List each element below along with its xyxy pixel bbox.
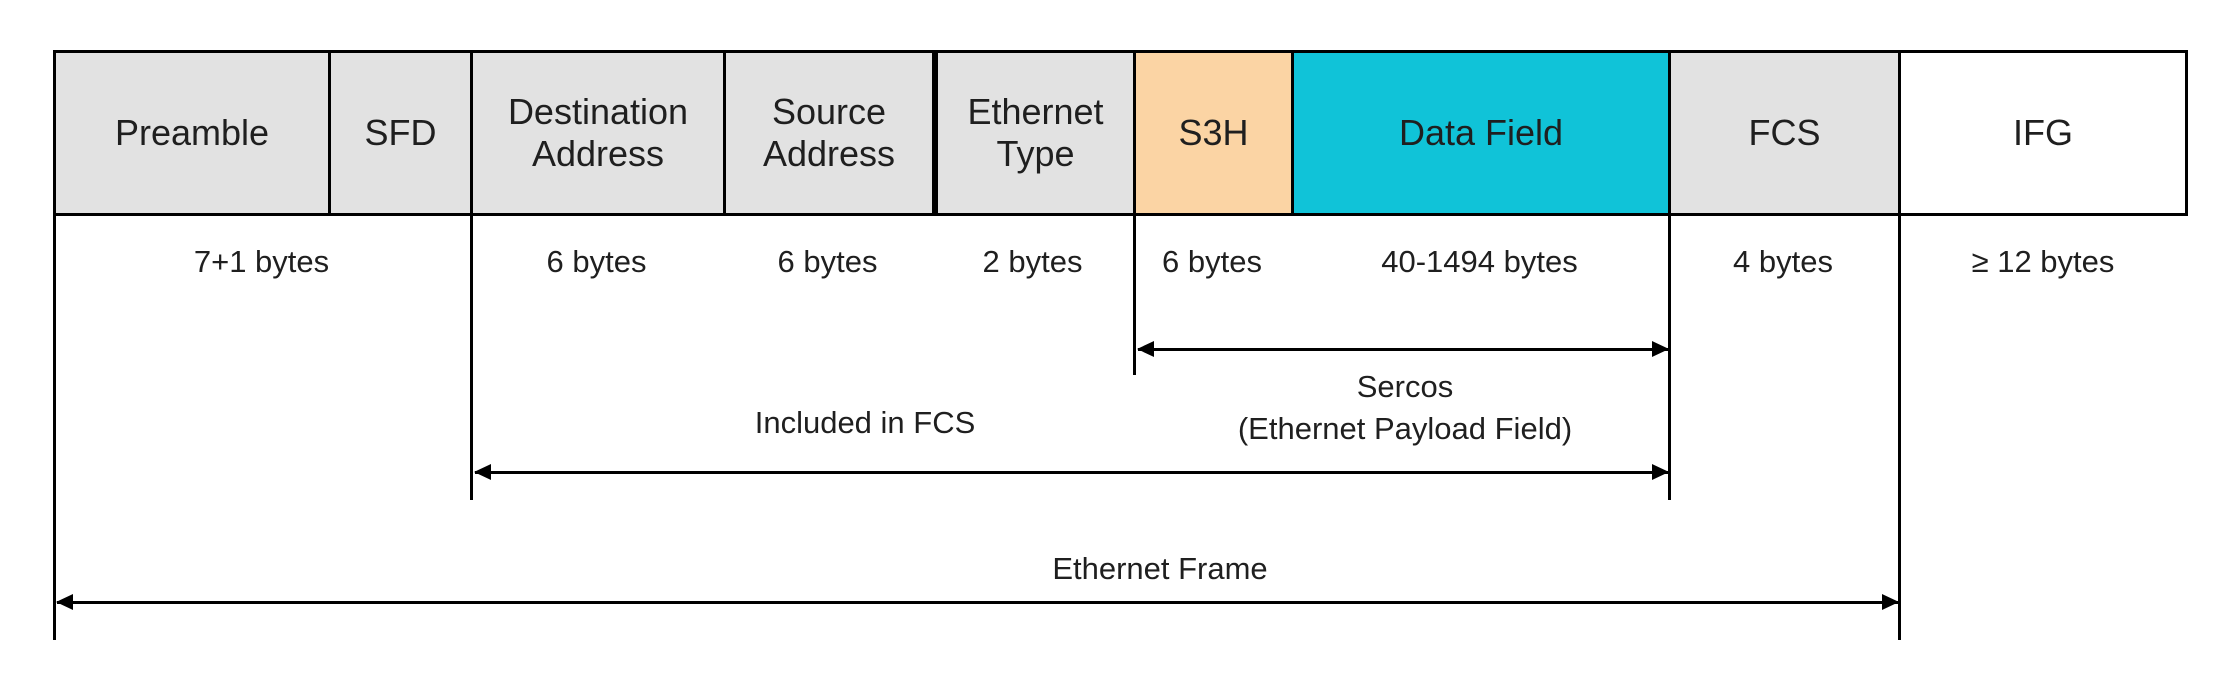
byte-label-ifg: ≥ 12 bytes xyxy=(1971,244,2115,279)
guide-line-fcs-right xyxy=(1898,216,1901,640)
field-destination-address-label: Destination Address xyxy=(507,90,689,174)
byte-label-source: 6 bytes xyxy=(777,244,878,279)
field-ifg-label: IFG xyxy=(2013,111,2073,153)
sercos-title-label: Sercos xyxy=(1356,369,1454,404)
sercos-subtitle-label: (Ethernet Payload Field) xyxy=(1237,411,1573,446)
field-ethernet-type-label: Ethernet Type xyxy=(967,90,1104,174)
included-in-fcs-arrow xyxy=(474,464,1669,480)
guide-line-payload-left xyxy=(1133,216,1136,375)
field-sfd-label: SFD xyxy=(364,111,437,153)
byte-label-fcs: 4 bytes xyxy=(1733,244,1833,279)
field-preamble-label: Preamble xyxy=(114,111,270,153)
guide-line-frame-left xyxy=(53,216,56,640)
byte-label-s3h: 6 bytes xyxy=(1162,244,1262,279)
guide-line-dest-left xyxy=(470,216,473,500)
field-fcs: FCS xyxy=(1668,50,1901,216)
byte-label-ethernet-type: 2 bytes xyxy=(982,244,1083,279)
ethernet-frame-label: Ethernet Frame xyxy=(1052,551,1268,586)
field-data-field-label: Data Field xyxy=(1398,111,1564,153)
byte-label-data-field: 40-1494 bytes xyxy=(1381,244,1578,279)
field-fcs-label: FCS xyxy=(1748,111,1821,153)
guide-line-payload-right xyxy=(1668,216,1671,500)
sercos-payload-arrow xyxy=(1137,341,1669,357)
included-in-fcs-label: Included in FCS xyxy=(754,405,976,440)
field-source-address: Source Address xyxy=(723,50,935,216)
field-destination-address: Destination Address xyxy=(470,50,726,216)
field-data-field: Data Field xyxy=(1291,50,1671,216)
byte-label-destination: 6 bytes xyxy=(546,244,647,279)
field-preamble: Preamble xyxy=(53,50,331,216)
field-s3h: S3H xyxy=(1133,50,1294,216)
field-ethernet-type: Ethernet Type xyxy=(932,50,1136,216)
field-source-address-label: Source Address xyxy=(762,90,896,174)
byte-label-preamble-sfd: 7+1 bytes xyxy=(193,244,330,279)
field-ifg: IFG xyxy=(1898,50,2188,216)
ethernet-frame-arrow xyxy=(56,594,1899,610)
field-s3h-label: S3H xyxy=(1178,111,1249,153)
field-sfd: SFD xyxy=(328,50,473,216)
